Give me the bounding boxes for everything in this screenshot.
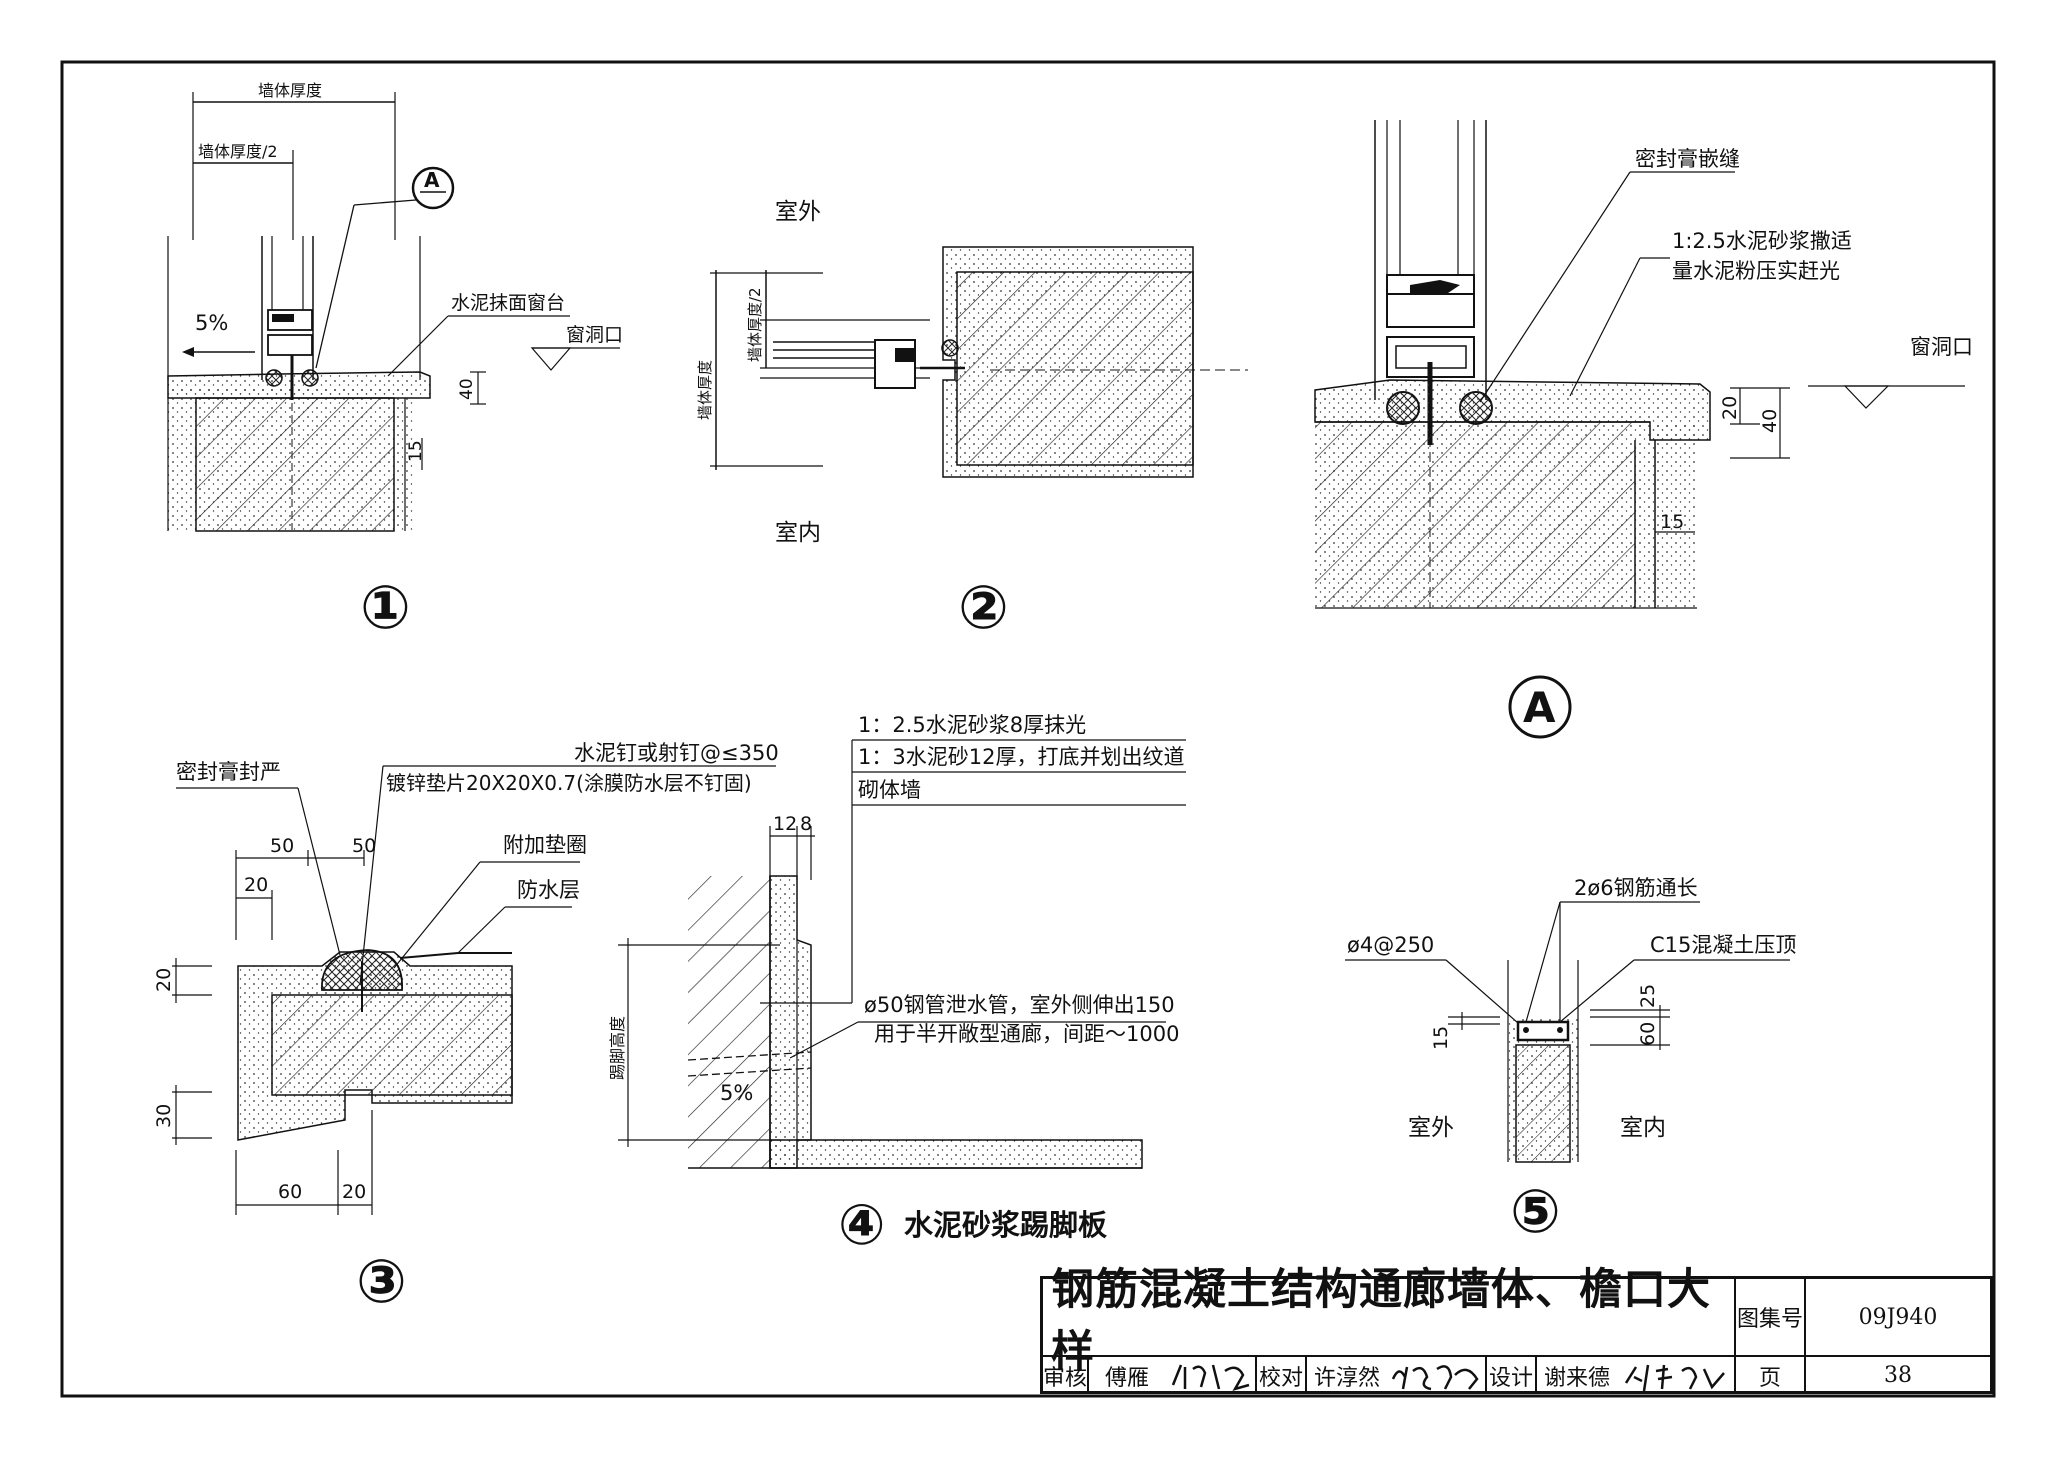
d1-dim-half-wall: 墙体厚度/2 [198, 142, 278, 161]
d3-dim-50a: 50 [270, 835, 294, 857]
d1-note-sill: 水泥抹面窗台 [451, 292, 565, 314]
design-name: 谢来德 [1543, 1365, 1610, 1391]
d1-slope: 5% [195, 311, 228, 335]
d3-dim-60: 60 [278, 1181, 302, 1203]
review-label: 审核 [1043, 1357, 1089, 1394]
check-label: 校对 [1257, 1357, 1307, 1394]
d2-label-outside: 室外 [775, 199, 821, 225]
d3-dim-20-bottom: 20 [342, 1181, 366, 1203]
d3-dim-20-left: 20 [244, 874, 268, 896]
d1-dim-40: 40 [457, 378, 477, 400]
d4-dim-8: 8 [800, 813, 812, 835]
d4-slope: 5% [720, 1081, 753, 1105]
d3-dim-30: 30 [153, 1104, 175, 1128]
d2-number: ② [958, 573, 1009, 643]
review-signature [1165, 1357, 1257, 1394]
d2-dim-wall-thickness: 墙体厚度 [696, 360, 714, 420]
check-signature-mark [1391, 1364, 1479, 1390]
title-block: 钢筋混凝土结构通廊墙体、檐口大样 图集号 09J940 审核 傅雁 校对 许淳然… [1040, 1265, 1993, 1394]
atlas-label: 图集号 [1736, 1279, 1806, 1357]
dA-dim-20: 20 [1719, 396, 1741, 420]
d3-note-seal: 密封膏封严 [176, 760, 281, 784]
detail-4: 1：2.5水泥砂浆8厚抹光 1：3水泥砂12厚，打底并划出纹道 砌体墙 12 8… [608, 713, 1186, 1258]
d1-callout-circle [411, 166, 455, 210]
d5-dim-25: 25 [1637, 984, 1659, 1008]
dA-note-sealant: 密封膏嵌缝 [1635, 147, 1740, 171]
review-name: 傅雁 [1104, 1365, 1149, 1391]
atlas-number: 09J940 [1806, 1279, 1990, 1357]
detail-A: 密封膏嵌缝 1:2.5水泥砂浆撒适 量水泥粉压实赶光 窗洞口 20 40 15 … [1314, 120, 1973, 739]
page-number: 38 [1884, 1363, 1912, 1388]
d1-dim-wall-thickness: 墙体厚度 [258, 81, 322, 100]
dA-dim-40: 40 [1759, 409, 1781, 433]
review-signature-mark [1171, 1364, 1250, 1391]
d5-note-stirrup: ø4@250 [1347, 933, 1434, 957]
dA-note-opening: 窗洞口 [1910, 335, 1973, 359]
signature-row: 审核 傅雁 校对 许淳然 设计 谢来德 页 38 [1043, 1357, 1990, 1394]
d4-note-3: 砌体墙 [858, 778, 921, 802]
d1-number: ① [360, 573, 411, 643]
d4-note-pipe-1: ø50钢管泄水管，室外侧伸出150 [864, 993, 1175, 1017]
d4-number: ④ [838, 1193, 885, 1258]
d5-note-coping: C15混凝土压顶 [1650, 933, 1796, 957]
d5-label-outside: 室外 [1408, 1115, 1454, 1141]
d1-callout-ref: A [424, 168, 440, 192]
dA-dim-15: 15 [1660, 511, 1684, 533]
drawing-title: 钢筋混凝土结构通廊墙体、檐口大样 [1043, 1265, 1736, 1377]
d5-label-inside: 室内 [1620, 1115, 1666, 1141]
d3-note-waterproof: 防水层 [517, 878, 580, 902]
d5-number: ⑤ [1510, 1177, 1561, 1247]
page-label: 页 [1736, 1357, 1806, 1394]
dA-number-circle [1508, 675, 1572, 739]
d3-note-gasket: 附加垫圈 [503, 833, 587, 857]
design-signature [1617, 1357, 1736, 1394]
design-signature-mark [1624, 1364, 1725, 1391]
check-name: 许淳然 [1313, 1365, 1380, 1391]
d5-dim-15: 15 [1430, 1026, 1452, 1050]
d3-note-washer: 镀锌垫片20X20X0.7(涂膜防水层不钉固) [386, 771, 752, 795]
d3-dim-50b: 50 [352, 835, 376, 857]
d5-note-rebar: 2ø6钢筋通长 [1574, 876, 1698, 900]
d3-note-nail: 水泥钉或射钉@≤350 [574, 741, 779, 765]
d5-dim-60: 60 [1637, 1022, 1659, 1046]
design-label: 设计 [1487, 1357, 1537, 1394]
d4-dim-skirting: 踢脚高度 [608, 1016, 627, 1080]
d4-note-pipe-2: 用于半开敞型通廊，间距～1000 [874, 1022, 1179, 1046]
d2-label-inside: 室内 [775, 520, 821, 546]
detail-3: 水泥钉或射钉@≤350 镀锌垫片20X20X0.7(涂膜防水层不钉固) 密封膏封… [153, 741, 779, 1317]
d1-note-opening: 窗洞口 [566, 324, 623, 346]
d4-dim-12: 12 [773, 813, 797, 835]
d4-note-2: 1：3水泥砂12厚，打底并划出纹道 [858, 745, 1184, 769]
dA-note-mortar-1: 1:2.5水泥砂浆撒适 [1672, 229, 1852, 253]
d1-dim-15: 15 [406, 440, 426, 462]
sheet-border [60, 60, 1996, 1398]
d3-dim-20-top: 20 [153, 968, 175, 992]
detail-1: 墙体厚度 墙体厚度/2 A 5% 水泥 [167, 81, 623, 643]
d4-title: 水泥砂浆踢脚板 [904, 1208, 1108, 1242]
d3-number: ③ [356, 1247, 407, 1317]
detail-5: 2ø6钢筋通长 ø4@250 C15混凝土压顶 15 25 60 室外 室内 ⑤ [1345, 876, 1796, 1247]
d2-dim-half-wall: 墙体厚度/2 [746, 287, 764, 362]
check-signature [1387, 1357, 1487, 1394]
d4-note-1: 1：2.5水泥砂浆8厚抹光 [858, 713, 1086, 737]
dA-number: A [1523, 683, 1556, 732]
detail-2: 室外 室内 墙体厚度 墙体厚度/2 ② [696, 199, 1248, 643]
dA-note-mortar-2: 量水泥粉压实赶光 [1672, 259, 1840, 283]
